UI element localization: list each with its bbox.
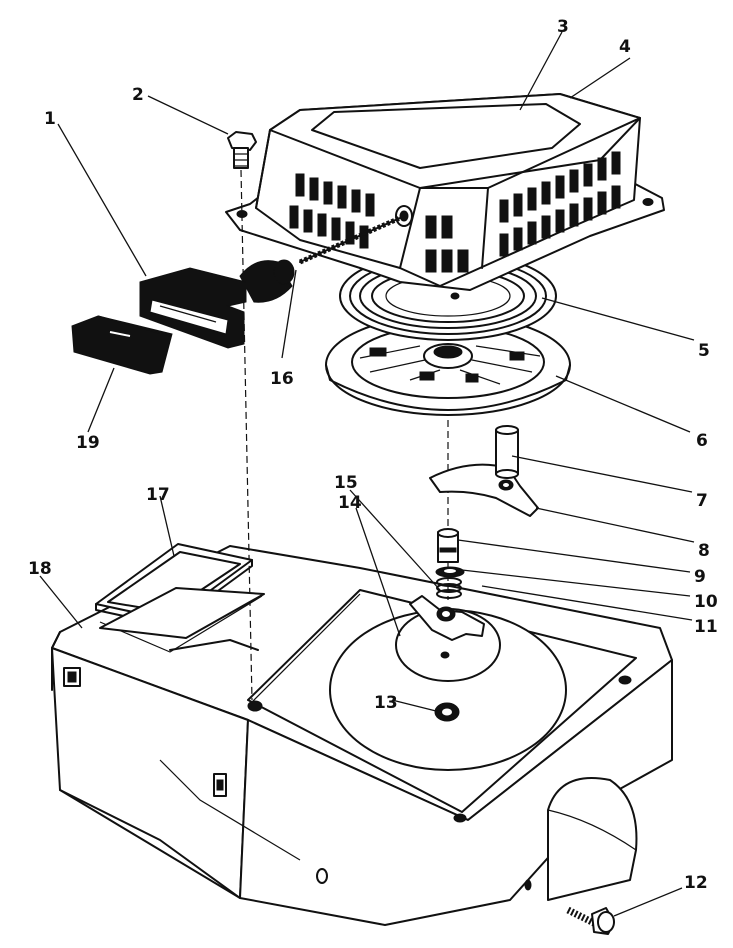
callout-4: 4: [619, 37, 631, 57]
bolt: [227, 131, 257, 701]
pin: [495, 425, 519, 479]
callout-15: 15: [334, 473, 358, 493]
callout-12: 12: [684, 873, 708, 893]
cover-louvers-center: [425, 215, 469, 273]
recoil-cover: [225, 93, 665, 300]
callout-16: 16: [270, 369, 294, 389]
cover-louvers-right: [499, 151, 621, 257]
callout-14: 14: [338, 493, 362, 513]
retainer-pawl: [409, 595, 485, 641]
callout-7: 7: [696, 491, 708, 511]
air-screen-panel: [95, 543, 265, 639]
callout-labels: 1 2 3 4 5 6 7 8 9 10 11 12 13 14 15 16 1…: [28, 17, 718, 893]
callout-8: 8: [698, 541, 710, 561]
callout-11: 11: [694, 617, 718, 637]
callout-9: 9: [694, 567, 706, 587]
callout-13: 13: [374, 693, 398, 713]
callout-19: 19: [76, 433, 100, 453]
callout-3: 3: [557, 17, 569, 37]
handle-grip-insert: [71, 315, 173, 375]
spring-washer-shaft-stack: [435, 420, 465, 600]
callout-5: 5: [698, 341, 710, 361]
callout-leaders: [39, 31, 695, 917]
callout-17: 17: [146, 485, 170, 505]
callout-6: 6: [696, 431, 708, 451]
screw: [566, 906, 615, 935]
starter-rope: [298, 215, 402, 265]
cover-louvers-left: [289, 173, 375, 249]
nut: [434, 702, 460, 722]
callout-18: 18: [28, 559, 52, 579]
callout-10: 10: [694, 592, 718, 612]
starter-handle: [139, 259, 295, 349]
callout-2: 2: [132, 85, 144, 105]
callout-1: 1: [44, 109, 56, 129]
friction-plate: [429, 463, 539, 517]
